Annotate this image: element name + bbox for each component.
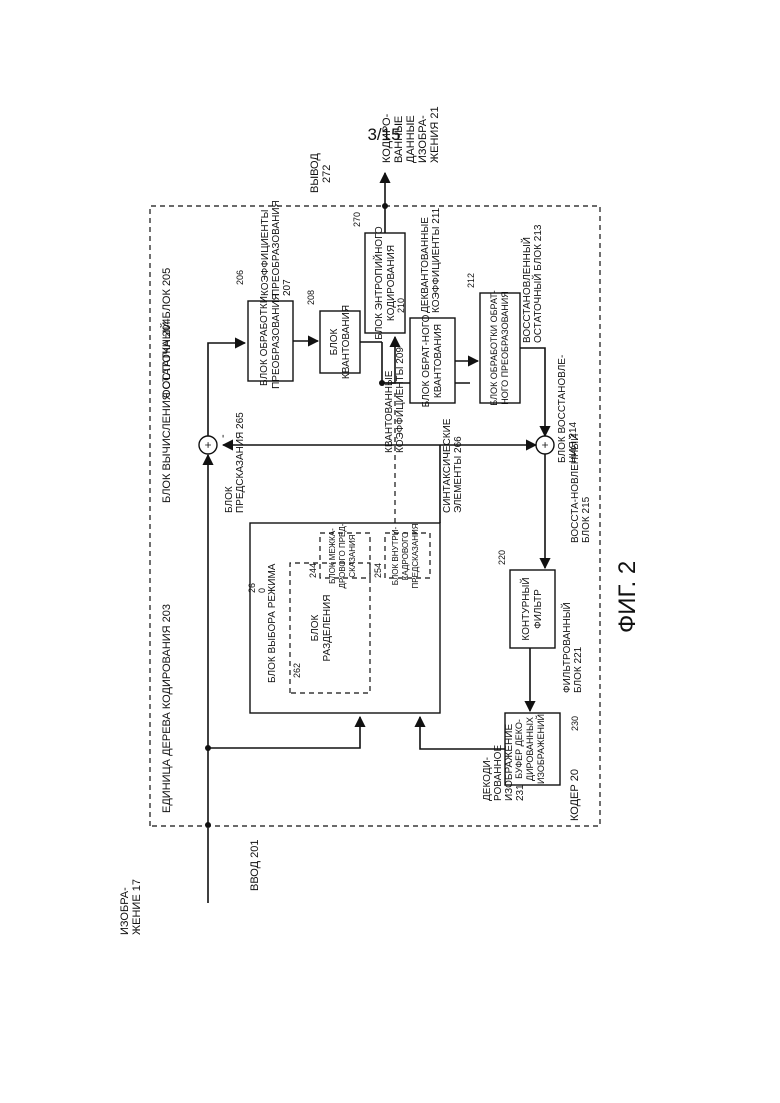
recon-block-215-label: ВОССТА-НОВЛЕННЫЙБЛОК 215 — [568, 434, 592, 543]
loop-filter-220-number: 220 — [497, 550, 507, 565]
filtered-221-label: ФИЛЬТРОВАННЫЙБЛОК 221 — [560, 602, 584, 693]
transform-206-label: БЛОК ОБРАБОТКИПРЕОБРАЗОВАНИЯ — [259, 293, 282, 389]
dequant-211-label: ДЕКВАНТОВАННЫЕКОЭФФИЦИЕНТЫ 211 — [420, 207, 442, 313]
coeffs-207-label: КОЭФФИЦИЕНТЫПРЕОБРАЗОВАНИЯ207 — [260, 200, 293, 296]
output-272-label: ВЫВОД272 — [309, 153, 333, 193]
inv-quant-210-label: БЛОК ОБРАТ-НОГОКВАНТОВАНИЯ — [421, 314, 444, 407]
dpb-to-mode-select-line — [420, 717, 505, 749]
inv-transform-212-number: 212 — [466, 273, 476, 288]
inv-transform-to-recon-line — [520, 348, 545, 436]
syntax-266-label: СИНТАКСИЧЕСКИЕЭЛЕМЕНТЫ 266 — [442, 418, 464, 513]
minus-sign: - — [217, 434, 229, 438]
pred-block-265-label: БЛОКПРЕДСКАЗАНИЯ 265 — [224, 412, 246, 513]
inv-transform-212-label: БЛОК ОБРАБОТКИ ОБРАТ-НОГО ПРЕОБРАЗОВАНИЯ — [489, 290, 510, 405]
plus-sign-2: + — [538, 441, 552, 448]
transform-206-number: 206 — [235, 270, 245, 285]
entropy-block — [365, 233, 405, 333]
intra-254-number: 254 — [373, 563, 383, 578]
plus-sign-1: + — [201, 441, 215, 448]
dpb-230-number: 230 — [570, 716, 580, 731]
ctu-to-mode-select-line — [208, 717, 360, 748]
input-201-label: ВВОД 201 — [249, 840, 261, 891]
partition-262-number: 262 — [292, 663, 302, 678]
quant-block — [320, 311, 360, 373]
encoded-21-label: КОДИРО-ВАННЫЕДАННЫЕИЗОБРА-ЖЕНИЯ 21 — [381, 106, 441, 163]
inter-244-number: 244 — [308, 563, 318, 578]
figure-label: ФИГ. 2 — [614, 561, 641, 633]
intra-254-label: БЛОК ВНУТРИ-КАДРОВОГОПРЕДСКАЗАНИЯ — [391, 523, 420, 588]
quant-208-number: 208 — [306, 290, 316, 305]
dpb-230-label: БУФЕР ДЕКО-ДИРОВАННЫХИЗОБРАЖЕНИЙ — [514, 714, 546, 784]
inv-quant-210-number: 210 — [396, 298, 406, 313]
residual-block-205-label: ОСТАТОЧНЫЙ БЛОК 205 — [160, 268, 173, 398]
mode-select-label: БЛОК ВЫБОРА РЕЖИМА — [267, 563, 278, 683]
encoder-label: КОДЕР 20 — [569, 769, 581, 821]
input-picture-label: ИЗОБРА-ЖЕНИЕ 17 — [119, 879, 143, 935]
rotated-diagram: КОДЕР 20 ФИГ. 2 ИЗОБРА-ЖЕНИЕ 17 ВВОД 201… — [119, 106, 641, 935]
entropy-270-number: 270 — [352, 212, 362, 227]
output-node — [382, 203, 388, 209]
recon-residual-213-label: ВОССТАНОВЛЕННЫЙОСТАТОЧНЫЙ БЛОК 213 — [520, 224, 544, 343]
ctu-203-label: ЕДИНИЦА ДЕРЕВА КОДИРОВАНИЯ 203 — [161, 604, 173, 813]
